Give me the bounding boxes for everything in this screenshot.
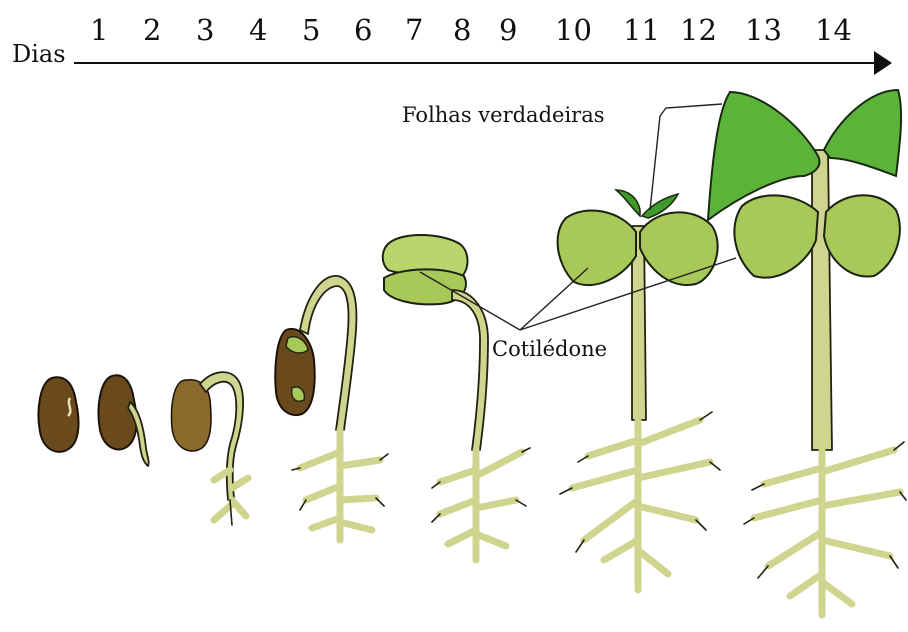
stage-hypocotyl-hook (275, 276, 388, 540)
day-label: 8 (453, 13, 471, 47)
day-label: 7 (405, 13, 423, 47)
day-label: 2 (143, 13, 161, 47)
timeline-arrowhead (874, 51, 892, 75)
stage-first-true-leaves (558, 190, 720, 590)
day-label: 1 (90, 13, 108, 47)
day-label: 3 (196, 13, 214, 47)
true-leaves-label: Folhas verdadeiras (402, 103, 605, 127)
day-label: 10 (555, 13, 592, 47)
stage-radicle (172, 372, 248, 525)
day-label: 6 (354, 13, 372, 47)
day-label: 12 (680, 13, 717, 47)
stage-mature-seedling (708, 90, 906, 615)
callout-true-leaves: Folhas verdadeiras (402, 103, 722, 210)
true-leaf-right (824, 90, 901, 176)
day-label: 11 (623, 13, 660, 47)
timeline: Dias 1 2 3 4 5 6 7 8 9 10 11 12 13 14 (12, 13, 892, 75)
stage-seed (39, 377, 79, 452)
cotyledon-label: Cotilédone (492, 337, 607, 361)
cotyledon-left-mature (734, 195, 818, 277)
day-label: 14 (815, 13, 852, 47)
cotyledon-right-mature (824, 195, 900, 276)
cotyledon-right (640, 212, 718, 285)
stage-germinating-seed (99, 375, 149, 466)
day-label: 9 (499, 13, 517, 47)
day-label: 13 (745, 13, 782, 47)
stage-emerging-seedling (383, 235, 530, 560)
day-label: 4 (249, 13, 267, 47)
cotyledon-left (558, 210, 636, 285)
timeline-axis-label: Dias (12, 40, 66, 68)
day-label: 5 (302, 13, 320, 47)
